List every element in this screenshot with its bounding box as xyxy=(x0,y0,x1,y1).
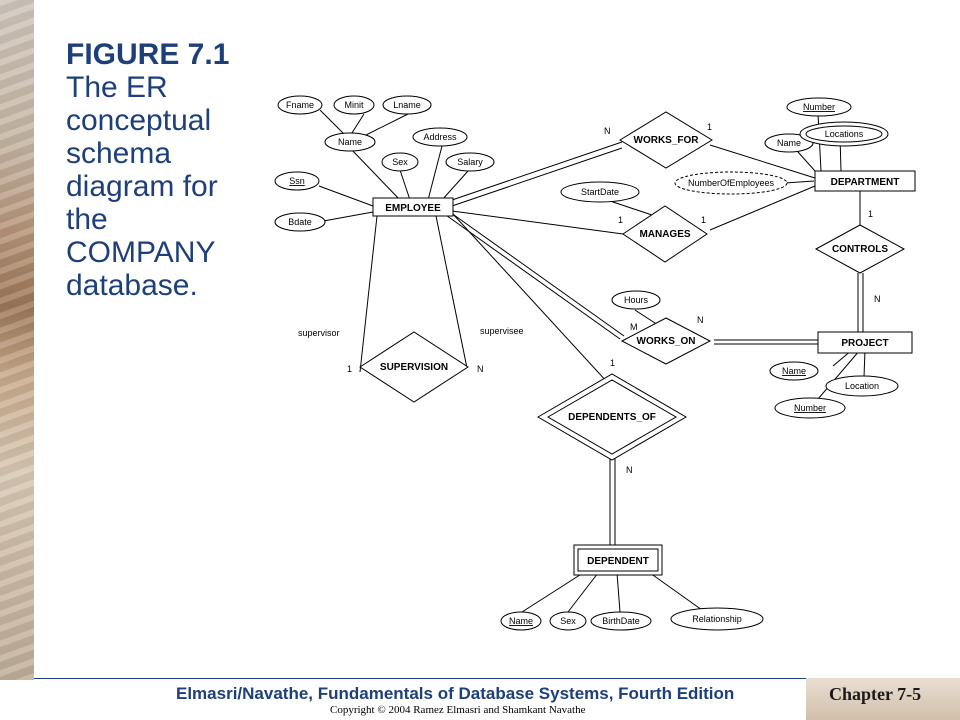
entity-dependent-label: DEPENDENT xyxy=(587,556,649,567)
relationship-dependents-of-inner xyxy=(547,379,677,455)
relationship-supervision-label: SUPERVISION xyxy=(380,362,448,373)
attr-number-of-employees-label: NumberOfEmployees xyxy=(688,178,775,188)
attribute-project-number xyxy=(774,397,846,419)
entity-employee xyxy=(372,197,454,217)
footer-copyright: Copyright © 2004 Ramez Elmasri and Shamk… xyxy=(330,704,586,716)
attr-ssn-label: Ssn xyxy=(289,176,305,186)
attribute-dependent-name xyxy=(500,611,542,631)
entity-project xyxy=(817,331,913,354)
relationship-works-for xyxy=(619,111,713,169)
relationship-manages-label: MANAGES xyxy=(639,229,690,240)
attribute-minit xyxy=(333,95,375,115)
attribute-ssn xyxy=(274,171,320,191)
cardinality-dependents-of-employee: 1 xyxy=(610,358,615,368)
cardinality-controls-project: N xyxy=(874,294,881,304)
attribute-number-of-employees xyxy=(674,171,788,195)
slide-title: FIGURE 7.1 The ER conceptual schema diag… xyxy=(66,38,246,302)
attr-start-date-label: StartDate xyxy=(581,187,619,197)
cardinality-manages-department: 1 xyxy=(701,215,706,225)
attr-department-name-label: Name xyxy=(777,138,801,148)
role-supervisor-label: supervisor xyxy=(298,328,340,338)
attribute-project-name xyxy=(769,361,819,381)
attr-employee-name-label: Name xyxy=(338,137,362,147)
attribute-location xyxy=(825,375,899,397)
attribute-locations-inner xyxy=(805,125,883,143)
attr-employee-sex-label: Sex xyxy=(392,157,408,167)
relationship-manages xyxy=(622,205,708,263)
figure-number: FIGURE 7.1 xyxy=(66,38,230,71)
cardinality-manages-employee: 1 xyxy=(618,215,623,225)
entity-dependent-inner xyxy=(577,548,659,572)
footer-book-title: Elmasri/Navathe, Fundamentals of Databas… xyxy=(176,684,735,703)
relationship-supervision xyxy=(359,331,469,403)
attribute-fname xyxy=(277,95,323,115)
relationship-controls xyxy=(814,224,906,274)
cardinality-works-for-employee: N xyxy=(604,126,611,136)
attr-minit-label: Minit xyxy=(344,100,364,110)
attribute-birth-date xyxy=(590,611,652,631)
cardinality-supervision-supervisee: N xyxy=(477,364,484,374)
attr-hours-label: Hours xyxy=(624,295,649,305)
attr-project-name-label: Name xyxy=(782,366,806,376)
cardinality-controls-department: 1 xyxy=(868,209,873,219)
cardinality-works-for-department: 1 xyxy=(707,122,712,132)
attribute-employee-name xyxy=(324,132,376,152)
attribute-bdate xyxy=(274,212,326,232)
cardinality-supervision-supervisor: 1 xyxy=(347,364,352,374)
attr-birth-date-label: BirthDate xyxy=(602,616,640,626)
attribute-department-number xyxy=(786,97,852,117)
attr-address-label: Address xyxy=(423,132,457,142)
attr-project-number-label: Number xyxy=(794,403,826,413)
attr-salary-label: Salary xyxy=(457,157,483,167)
entity-department-label: DEPARTMENT xyxy=(831,177,900,188)
attribute-lname xyxy=(382,95,432,115)
attr-relationship-label: Relationship xyxy=(692,614,742,624)
attribute-employee-sex xyxy=(381,152,419,172)
relationship-works-on-label: WORKS_ON xyxy=(637,336,696,347)
side-decorative-image xyxy=(0,0,34,680)
attribute-start-date xyxy=(560,181,640,203)
attribute-relationship xyxy=(670,607,764,631)
relationship-controls-label: CONTROLS xyxy=(832,244,888,255)
relationship-works-on xyxy=(620,317,712,365)
attr-lname-label: Lname xyxy=(393,100,421,110)
attr-location-label: Location xyxy=(845,381,879,391)
figure-caption: The ER conceptual schema diagram for the… xyxy=(66,71,218,302)
relationship-dependents-of-label: DEPENDENTS_OF xyxy=(568,412,656,423)
attribute-address xyxy=(412,127,468,147)
relationship-works-for-label: WORKS_FOR xyxy=(634,135,700,146)
cardinality-works-on-employee: M xyxy=(630,322,638,332)
attribute-dependent-sex xyxy=(549,611,587,631)
entity-project-label: PROJECT xyxy=(841,338,888,349)
er-diagram: Fname Minit Lname Name Address Sex Salar… xyxy=(274,95,916,631)
chapter-label: Chapter 7-5 xyxy=(829,684,922,704)
footer-divider xyxy=(34,678,960,679)
cardinality-works-on-project: N xyxy=(697,315,704,325)
attribute-salary xyxy=(445,152,495,172)
cardinality-dependents-of-dependent: N xyxy=(626,465,633,475)
attribute-hours xyxy=(611,290,661,310)
attr-dependent-sex-label: Sex xyxy=(560,616,576,626)
attr-dependent-name-label: Name xyxy=(509,616,533,626)
chapter-badge xyxy=(806,678,960,720)
entity-employee-label: EMPLOYEE xyxy=(385,203,441,214)
entity-department xyxy=(814,170,916,192)
attr-department-number-label: Number xyxy=(803,102,835,112)
role-supervisee-label: supervisee xyxy=(480,326,524,336)
attr-fname-label: Fname xyxy=(286,100,314,110)
attr-bdate-label: Bdate xyxy=(288,217,312,227)
attr-locations-label: Locations xyxy=(825,129,864,139)
